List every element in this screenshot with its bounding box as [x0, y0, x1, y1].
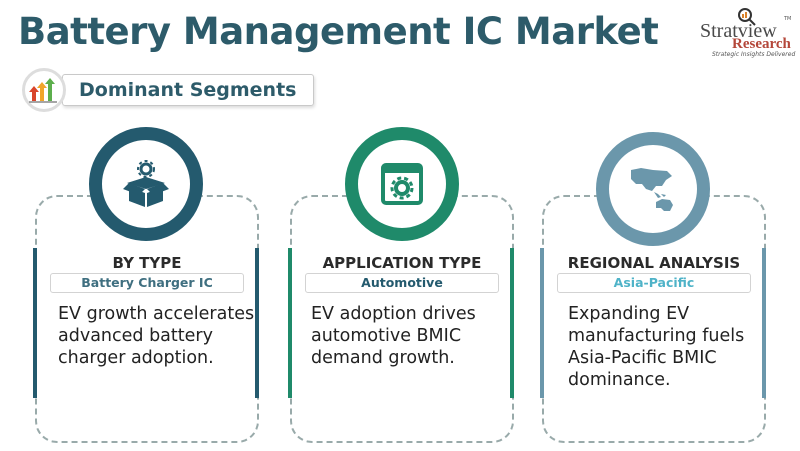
card-accent-bar: [762, 248, 766, 398]
asia-pacific-map-icon: [596, 132, 710, 246]
magnifier-chart-icon: [738, 8, 756, 26]
logo-tm: TM: [784, 16, 792, 22]
card-accent-bar: [255, 248, 259, 398]
segment-value: Asia-Pacific: [557, 273, 751, 293]
section-label: Dominant Segments: [79, 79, 297, 101]
card-heading: REGIONAL ANALYSIS: [567, 254, 741, 272]
segment-value: Battery Charger IC: [50, 273, 244, 293]
segment-value: Automotive: [305, 273, 499, 293]
browser-gear-icon: [345, 127, 459, 241]
section-label-box: Dominant Segments: [62, 74, 314, 106]
card-accent-bar: [288, 248, 292, 398]
card-heading: BY TYPE: [112, 254, 182, 272]
card-heading: APPLICATION TYPE: [322, 254, 482, 272]
page-title: Battery Management IC Market: [18, 10, 659, 53]
card-description: Expanding EV manufacturing fuels Asia-Pa…: [568, 304, 745, 390]
card-description: EV adoption drives automotive BMIC deman…: [311, 304, 476, 368]
stratview-logo: Stratview TM Research Strategic Insights…: [690, 6, 795, 58]
box-gear-icon: [89, 127, 203, 241]
logo-name: Stratview: [700, 20, 777, 42]
growth-arrows-icon: [22, 68, 66, 112]
card-accent-bar: [540, 248, 544, 398]
logo-sub: Research: [732, 36, 791, 52]
card-description: EV growth accelerates advanced battery c…: [58, 304, 255, 368]
card-accent-bar: [510, 248, 514, 398]
card-accent-bar: [33, 248, 37, 398]
logo-tagline: Strategic Insights Delivered: [712, 51, 796, 58]
